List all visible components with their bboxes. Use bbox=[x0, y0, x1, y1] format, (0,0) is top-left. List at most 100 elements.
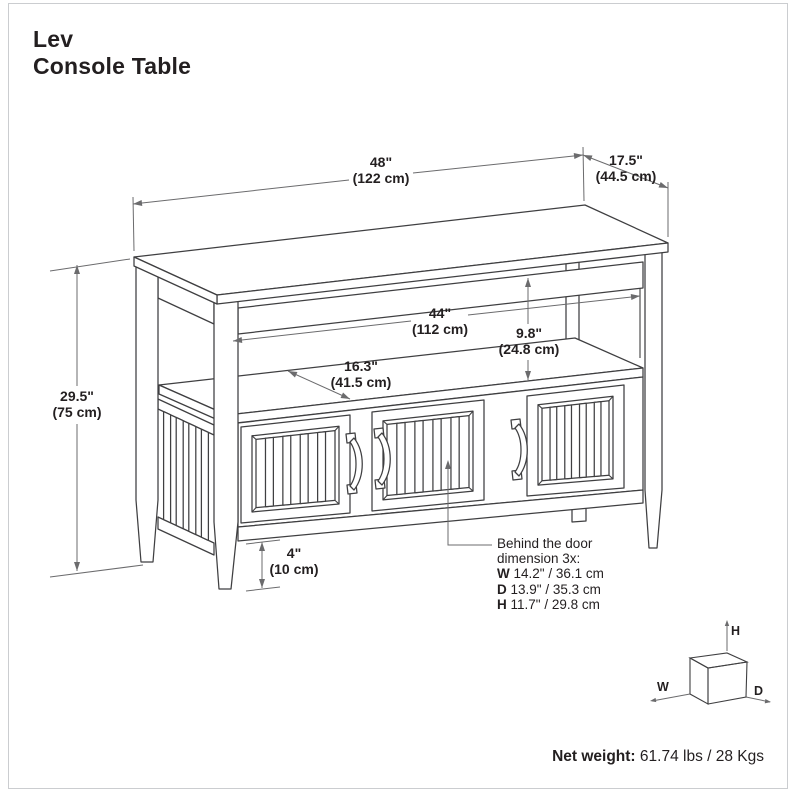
door-3-bevel bbox=[608, 474, 614, 480]
arrowhead bbox=[573, 152, 583, 159]
dimension-line bbox=[447, 464, 492, 546]
dimension-line bbox=[582, 146, 585, 202]
dim-shelf-width-in: 44" bbox=[428, 305, 452, 321]
arrowhead bbox=[583, 155, 593, 162]
arrowhead bbox=[650, 697, 657, 703]
dim-leg-clearance-in: 4" bbox=[286, 545, 302, 561]
arrowhead bbox=[133, 200, 143, 207]
callout-row-d: D 13.9" / 35.3 cm bbox=[497, 582, 604, 597]
side-slat bbox=[175, 416, 184, 530]
behind-door-callout: Behind the door dimension 3x: W 14.2" / … bbox=[497, 536, 604, 612]
door-2-slat bbox=[414, 419, 424, 494]
door-3-bevel bbox=[537, 404, 543, 409]
product-title: Lev Console Table bbox=[33, 26, 191, 80]
door-1-slat bbox=[316, 431, 327, 503]
callout-row-w: W 14.2" / 36.1 cm bbox=[497, 566, 604, 581]
dimension-line bbox=[287, 370, 351, 400]
dimension-line bbox=[245, 586, 281, 592]
door-3-handle-bow bbox=[514, 423, 528, 477]
callout-h-value: 11.7" / 29.8 cm bbox=[510, 596, 600, 612]
net-weight-label: Net weight: bbox=[552, 748, 636, 765]
dim-opening-height-cm: (24.8 cm) bbox=[498, 340, 560, 357]
cube-front-face bbox=[689, 657, 709, 705]
dimension-line bbox=[582, 154, 669, 189]
dim-depth-label: 17.5" (44.5 cm) bbox=[595, 152, 657, 184]
door-1-bevel bbox=[251, 507, 257, 513]
door-2-bevel bbox=[382, 420, 388, 425]
doors-and-slats bbox=[162, 384, 625, 542]
callout-line1: Behind the door bbox=[497, 536, 593, 551]
arrowhead bbox=[724, 620, 730, 626]
dim-shelf-depth-label: 16.3" (41.5 cm) bbox=[331, 358, 392, 390]
net-weight-value: 61.74 lbs / 28 Kgs bbox=[639, 748, 764, 765]
dim-leg-clearance-label: 4" (10 cm) bbox=[269, 545, 319, 577]
arrowhead bbox=[74, 265, 80, 274]
dim-opening-height-label: 9.8" (24.8 cm) bbox=[498, 325, 560, 357]
arrowhead bbox=[525, 371, 531, 380]
dim-width-label: 48" (122 cm) bbox=[352, 154, 410, 186]
dimension-line bbox=[132, 179, 350, 205]
arrowhead bbox=[630, 294, 640, 300]
cube-w-label: W bbox=[657, 680, 669, 694]
product-name: Lev bbox=[33, 26, 74, 52]
net-weight: Net weight: 61.74 lbs / 28 Kgs bbox=[552, 748, 764, 766]
callout-row-h: H 11.7" / 29.8 cm bbox=[497, 597, 604, 612]
dimension-line bbox=[651, 693, 691, 702]
side-slat bbox=[200, 428, 210, 542]
door-2-bevel bbox=[468, 487, 474, 492]
callout-d-value: 13.9" / 35.3 cm bbox=[510, 581, 601, 597]
dimension-line bbox=[49, 564, 144, 578]
dim-width-in: 48" bbox=[369, 154, 393, 170]
dim-depth-cm: (44.5 cm) bbox=[595, 167, 657, 184]
axis-cube-icon bbox=[688, 652, 749, 705]
front-right-leg bbox=[644, 247, 663, 549]
arrowhead bbox=[764, 698, 771, 704]
dim-shelf-width-label: 44" (112 cm) bbox=[412, 305, 468, 337]
door-2-handle-bow bbox=[377, 432, 391, 486]
callout-h-key: H bbox=[497, 596, 507, 612]
door-2-slat bbox=[396, 421, 406, 496]
dim-shelf-depth-in: 16.3" bbox=[344, 358, 378, 374]
cube-d-label: D bbox=[754, 684, 764, 698]
door-3-bevel bbox=[608, 395, 614, 402]
door-1-bevel bbox=[251, 435, 257, 440]
arrowhead bbox=[259, 542, 265, 551]
door-1-bevel bbox=[334, 499, 340, 505]
arrowhead bbox=[658, 181, 668, 188]
dimension-line bbox=[412, 154, 584, 174]
door-3-slat bbox=[564, 404, 573, 480]
arrowhead bbox=[233, 337, 243, 343]
arrowhead bbox=[288, 371, 298, 378]
callout-line2: dimension 3x: bbox=[497, 551, 581, 567]
arrowhead bbox=[74, 562, 80, 571]
dim-leg-clearance-cm: (10 cm) bbox=[269, 560, 319, 577]
door-3-slat bbox=[593, 400, 602, 478]
dim-depth-in: 17.5" bbox=[609, 152, 643, 168]
arrowhead bbox=[340, 392, 350, 399]
door-2-slat bbox=[432, 417, 442, 492]
door-1-slat bbox=[282, 434, 292, 506]
dim-width-cm: (122 cm) bbox=[352, 169, 410, 186]
dimension-lines bbox=[49, 146, 771, 704]
door-1-bevel bbox=[334, 425, 340, 432]
dimension-line bbox=[49, 258, 131, 272]
tabletop-left-edge bbox=[133, 256, 218, 305]
side-slat bbox=[162, 410, 172, 524]
arrowhead bbox=[445, 460, 451, 469]
door-2-slat bbox=[450, 416, 460, 490]
door-1-slat bbox=[299, 432, 309, 505]
callout-w-value: 14.2" / 36.1 cm bbox=[513, 566, 604, 582]
dim-opening-height-in: 9.8" bbox=[515, 325, 543, 341]
back-left-leg bbox=[135, 259, 159, 563]
cube-h-label: H bbox=[731, 624, 741, 638]
dim-height-in: 29.5" bbox=[60, 388, 94, 404]
cube-right-face bbox=[707, 661, 748, 705]
door-3-slat bbox=[578, 402, 587, 479]
base-rail bbox=[237, 489, 644, 542]
cube-top-face bbox=[688, 652, 749, 669]
arrowhead bbox=[525, 278, 531, 287]
arrowhead bbox=[259, 579, 265, 588]
door-3-bevel bbox=[537, 480, 543, 486]
